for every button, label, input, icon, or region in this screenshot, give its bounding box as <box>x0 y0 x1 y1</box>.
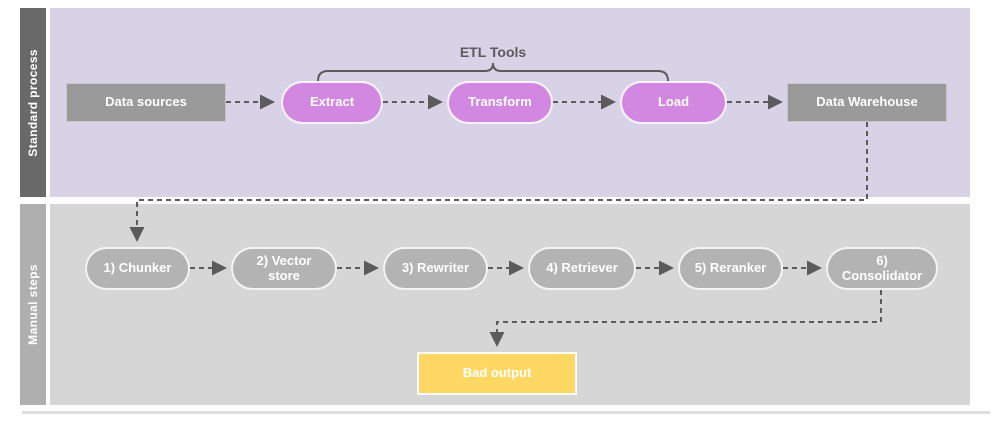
node-chunker: 1) Chunker <box>85 247 190 290</box>
node-retriever: 4) Retriever <box>528 247 636 290</box>
etl-tools-label: ETL Tools <box>459 44 527 60</box>
lane-label-standard-text: Standard process <box>26 48 40 157</box>
node-reranker: 5) Reranker <box>678 247 783 290</box>
lane-label-manual-text: Manual steps <box>26 264 40 345</box>
node-load: Load <box>620 81 727 124</box>
node-data-sources: Data sources <box>66 83 226 122</box>
node-bad-output: Bad output <box>417 352 577 395</box>
node-transform: Transform <box>447 81 553 124</box>
lane-label-manual-steps: Manual steps <box>20 204 46 405</box>
node-data-warehouse: Data Warehouse <box>787 83 947 122</box>
node-rewriter: 3) Rewriter <box>383 247 488 290</box>
node-vector-store: 2) Vector store <box>231 247 337 290</box>
bottom-divider <box>22 411 990 414</box>
lane-label-standard-process: Standard process <box>20 8 46 197</box>
node-consolidator: 6) Consolidator <box>826 247 938 290</box>
node-extract: Extract <box>281 81 383 124</box>
